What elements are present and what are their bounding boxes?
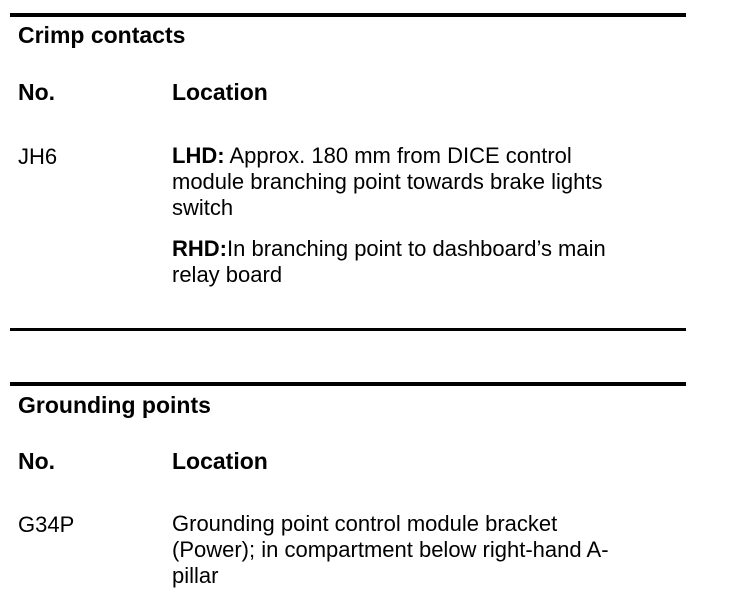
bottom-rule-crimp <box>10 328 686 331</box>
row-no-g34p: G34P <box>18 512 75 537</box>
lhd-text-line-1: Approx. 180 mm from DICE control <box>229 143 572 168</box>
section-title-crimp-contacts: Crimp contacts <box>18 22 186 48</box>
lhd-label: LHD: <box>172 143 225 168</box>
column-header-no: No. <box>18 79 56 105</box>
column-header-no-2: No. <box>18 448 56 474</box>
top-rule-grounding <box>10 382 686 386</box>
g34p-text-line-1: Grounding point control module bracket <box>172 511 558 536</box>
rhd-text-line-1: In branching point to dashboard’s main <box>227 236 606 261</box>
rhd-label: RHD: <box>172 236 227 261</box>
lhd-text-line-2: module branching point towards brake lig… <box>172 169 603 194</box>
row-no-jh6: JH6 <box>18 144 58 169</box>
rhd-text-line-2: relay board <box>172 262 283 287</box>
location-g34p: Grounding point control module bracket (… <box>172 511 732 589</box>
location-rhd: RHD:In branching point to dashboard’s ma… <box>172 236 692 288</box>
lhd-text-line-3: switch <box>172 195 234 220</box>
top-rule-crimp <box>10 13 686 17</box>
column-header-location-2: Location <box>172 448 268 474</box>
section-title-grounding-points: Grounding points <box>18 392 211 418</box>
g34p-text-line-3: pillar <box>172 563 219 588</box>
location-lhd: LHD: Approx. 180 mm from DICE control mo… <box>172 143 692 221</box>
column-header-location: Location <box>172 79 268 105</box>
g34p-text-line-2: (Power); in compartment below right-hand… <box>172 537 609 562</box>
